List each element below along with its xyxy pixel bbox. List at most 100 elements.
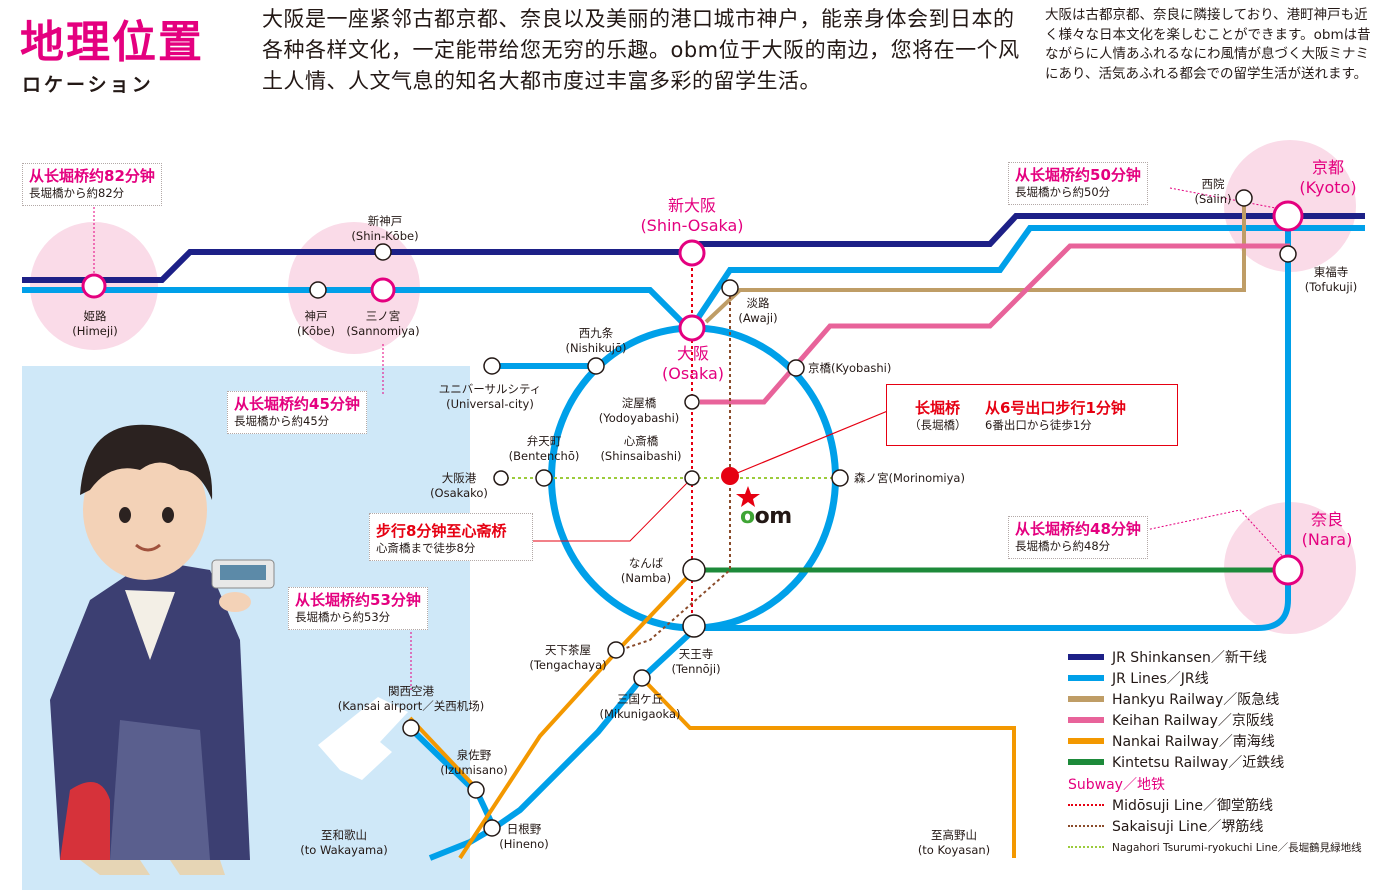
nagahoribashi-walk-ja: 6番出口から徒歩1分 <box>985 418 1092 432</box>
legend-label-lines-5: Kintetsu Railway／近鉄线 <box>1112 755 1285 771</box>
label-shinsaibashi-en: (Shinsaibashi) <box>600 449 682 463</box>
station-nagahoribashi <box>721 467 739 485</box>
station-izumisano <box>467 781 485 799</box>
intro-text-japanese: 大阪は古都京都、奈良に隣接しており、港町神戸も近く様々な日本文化を楽しむことがで… <box>1045 7 1371 82</box>
label-shin-osaka: 新大阪 (Shin-Osaka) <box>630 196 754 236</box>
leader-nagahoribashi <box>729 409 891 477</box>
jr-line-east <box>687 225 1365 332</box>
label-izumisano-ja: 泉佐野 <box>456 748 492 762</box>
legend-label-lines-1: JR Lines／JR线 <box>1112 671 1209 687</box>
station-hineno <box>483 819 501 837</box>
legend-swatch-subway-2 <box>1068 846 1104 848</box>
sakaisuji-line <box>619 290 731 651</box>
label-koyasan-ja: 至高野山 <box>931 828 977 842</box>
legend-item-lines-5: Kintetsu Railway／近鉄线 <box>1068 753 1388 774</box>
travel-time-kyoto-zh: 从长堀桥约50分钟 <box>1015 166 1141 184</box>
label-kyoto-ja: 京都 <box>1311 158 1344 177</box>
label-himeji-en: (Himeji) <box>72 324 118 338</box>
label-kobe-en: (Kōbe) <box>297 324 335 338</box>
legend-swatch-lines-2 <box>1068 696 1104 702</box>
station-awaji <box>721 279 739 297</box>
nankai-line-main <box>458 568 696 860</box>
station-shinsaibashi <box>684 470 700 486</box>
jr-line-west <box>22 287 693 333</box>
label-tofukuji-en: (Tofukuji) <box>1304 280 1358 294</box>
label-nara-ja: 奈良 <box>1310 510 1343 529</box>
legend-subway-title: Subway／地铁 <box>1068 777 1165 793</box>
legend-label-subway-0: Midōsuji Line／御堂筋线 <box>1112 798 1273 814</box>
label-yodoyabashi-en: (Yodoyabashi) <box>598 411 680 425</box>
intro-text-chinese: 大阪是一座紧邻古都京都、奈良以及美丽的港口城市神户，能亲身体会到日本的各种各样文… <box>262 7 1020 93</box>
station-nishikujo <box>587 357 605 375</box>
legend-swatch-lines-5 <box>1068 759 1104 765</box>
label-tengachaya: 天下茶屋(Tengachaya) <box>526 643 610 673</box>
travel-time-nara-ja: 長堀橋から約48分 <box>1015 539 1111 553</box>
station-saiin <box>1235 189 1253 207</box>
station-yodoyabashi <box>684 394 700 410</box>
label-namba-ja: なんば <box>628 556 664 570</box>
label-nishikujo-en: (Nishikujō) <box>565 341 627 355</box>
label-sannomiya-ja: 三ノ宮 <box>365 309 401 323</box>
label-universal-ja: ユニバーサルシティ <box>438 382 542 396</box>
mascot-illustration <box>50 424 275 875</box>
label-nara: 奈良 (Nara) <box>1290 510 1364 550</box>
label-osaka-en: (Osaka) <box>661 364 724 383</box>
label-wakayama-ja: 至和歌山 <box>321 828 367 842</box>
label-shin-kobe-ja: 新神戸 <box>367 214 403 228</box>
station-kobe <box>309 281 327 299</box>
station-bentencho <box>535 469 553 487</box>
label-hineno-en: (Hineno) <box>499 837 549 851</box>
station-sannomiya <box>370 277 396 303</box>
label-kobe: 神戸(Kōbe) <box>286 309 346 339</box>
station-namba <box>682 558 706 582</box>
school-logo: oom <box>740 504 792 529</box>
legend-item-subway-2: Nagahori Tsurumi-ryokuchi Line／長堀鶴見緑地线 <box>1068 838 1388 859</box>
legend-item-lines-2: Hankyu Railway／阪急线 <box>1068 690 1388 711</box>
travel-time-kobe-zh: 从长堀桥约45分钟 <box>234 395 360 413</box>
label-shinsaibashi-ja: 心斎橋 <box>623 434 659 448</box>
label-tennoji-en: (Tennōji) <box>671 662 721 676</box>
station-tofukuji <box>1279 245 1297 263</box>
label-tennoji-ja: 天王寺 <box>678 647 714 661</box>
label-kansai-airport-en: (Kansai airport／关西机场) <box>337 699 485 713</box>
page-subtitle: ロケーション <box>22 74 154 96</box>
label-nara-en: (Nara) <box>1301 530 1353 549</box>
label-hineno-ja: 日根野 <box>506 822 542 836</box>
label-tofukuji-ja: 東福寺 <box>1313 265 1349 279</box>
label-kansai-airport-ja: 関西空港 <box>388 684 434 698</box>
page-title: 地理位置 <box>20 17 204 68</box>
label-kobe-ja: 神戸 <box>304 309 328 323</box>
station-morinomiya <box>831 469 849 487</box>
label-yodoyabashi: 淀屋橋(Yodoyabashi) <box>592 396 686 426</box>
label-wakayama: 至和歌山(to Wakayama) <box>288 828 400 858</box>
station-tennoji <box>682 614 706 638</box>
label-osakako-en: (Osakako) <box>430 486 488 500</box>
label-himeji: 姫路(Himeji) <box>60 309 130 339</box>
travel-time-nara: 从长堀桥约48分钟 長堀橋から約48分 <box>1008 516 1148 559</box>
label-saiin-ja: 西院 <box>1201 177 1225 191</box>
station-kyoto <box>1272 200 1304 232</box>
travel-time-himeji-ja: 長堀橋から約82分 <box>29 186 125 200</box>
travel-time-kobe: 从长堀桥约45分钟 長堀橋から約45分 <box>227 391 367 434</box>
label-saiin-en: (Saiin) <box>1194 192 1232 206</box>
label-mikunigaoka-ja: 三国ケ丘 <box>617 692 663 706</box>
shinsaibashi-walk-ja: 心斎橋まで徒歩8分 <box>376 541 476 555</box>
label-nishikujo-ja: 西九条 <box>578 326 614 340</box>
label-namba-en: (Namba) <box>620 571 672 585</box>
legend-label-lines-3: Keihan Railway／京阪线 <box>1112 713 1274 729</box>
label-morinomiya: 森ノ宮(Morinomiya) <box>854 471 965 485</box>
label-shin-osaka-en: (Shin-Osaka) <box>640 216 744 235</box>
label-awaji-ja: 淡路 <box>746 296 770 310</box>
travel-time-kansai-zh: 从长堀桥约53分钟 <box>295 591 421 609</box>
label-shin-kobe: 新神戸(Shin-Kōbe) <box>340 214 430 244</box>
school-star-icon <box>736 486 760 507</box>
label-saiin: 西院(Saiin) <box>1188 177 1238 207</box>
station-mikunigaoka <box>633 669 651 687</box>
nagahoribashi-walk: 从6号出口步行1分钟 <box>985 399 1126 417</box>
station-himeji <box>81 273 107 299</box>
station-kansai-airport <box>402 719 420 737</box>
label-himeji-ja: 姫路 <box>83 309 107 323</box>
travel-time-nara-zh: 从长堀桥约48分钟 <box>1015 520 1141 538</box>
legend-swatch-lines-3 <box>1068 717 1104 723</box>
